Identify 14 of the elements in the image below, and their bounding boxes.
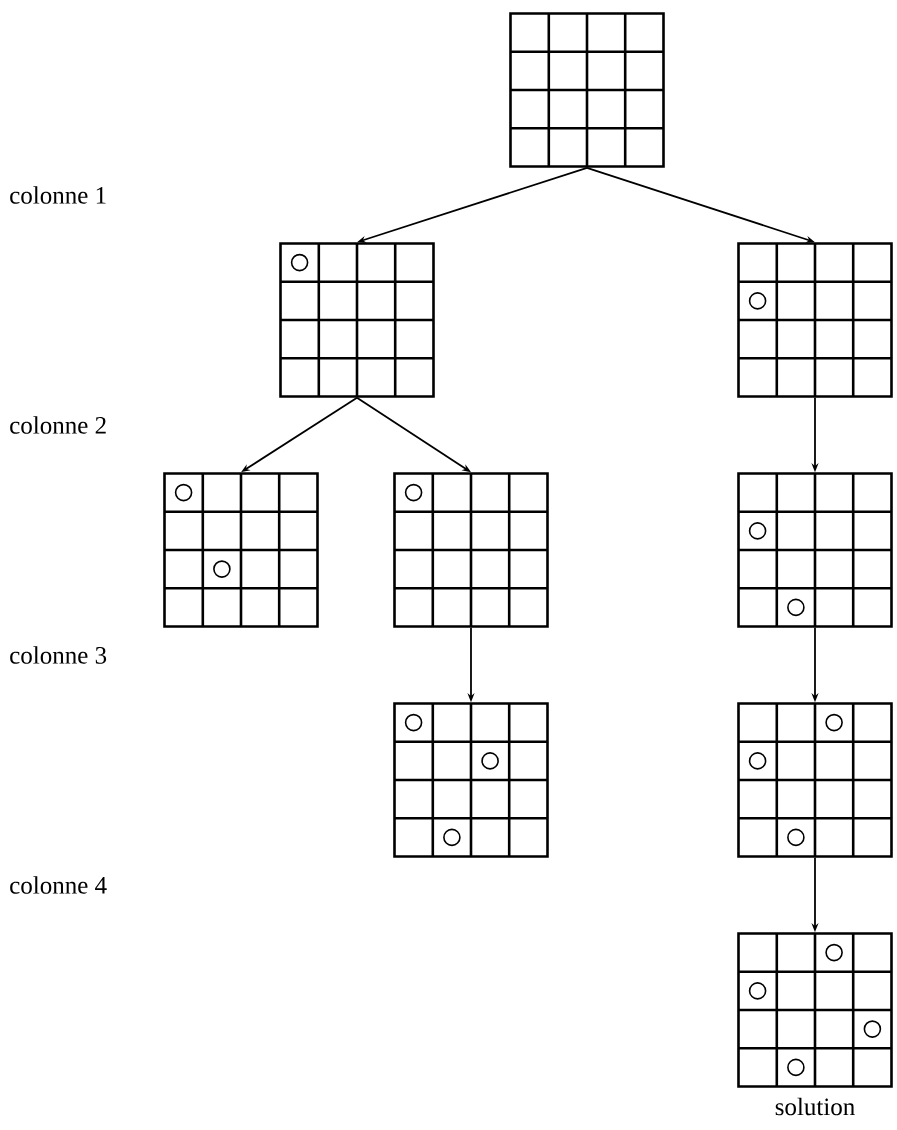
chess-board: [737, 472, 893, 628]
chess-board: [737, 702, 893, 858]
chess-board: [737, 932, 893, 1088]
chess-board: [279, 242, 435, 398]
chess-board: [509, 12, 665, 168]
chess-board: [737, 242, 893, 398]
chess-board: [163, 472, 319, 628]
level-label: colonne 3: [10, 646, 107, 664]
chess-board: [393, 702, 549, 858]
level-label: colonne 1: [10, 186, 106, 204]
level-label: colonne 2: [10, 416, 106, 434]
level-label: colonne 4: [10, 876, 107, 894]
chess-board: [393, 472, 549, 628]
caption-text: solution: [775, 1097, 855, 1116]
